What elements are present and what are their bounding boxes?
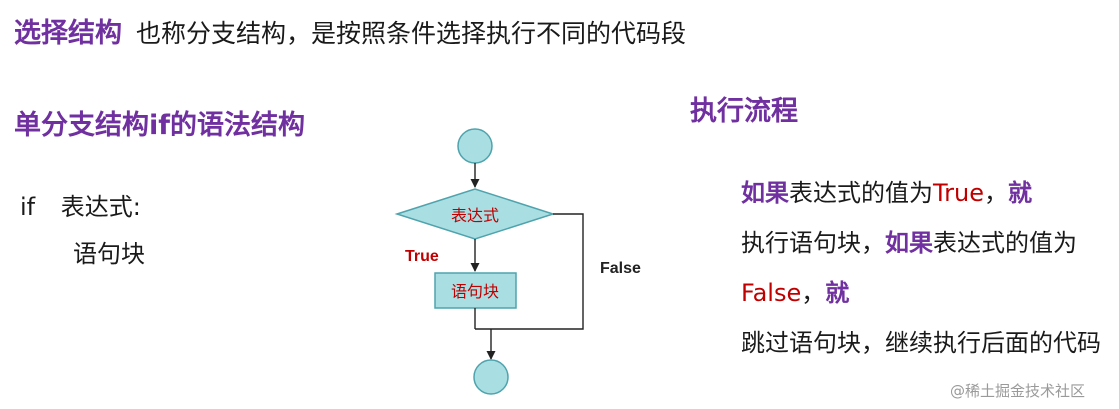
statement-block-label: 语句块 <box>451 282 499 301</box>
syntax-if-keyword: if <box>20 193 36 221</box>
desc-segment-purple: 如果 <box>741 179 789 207</box>
flowchart: 表达式 True 语句块 False <box>394 128 641 395</box>
desc-segment-plain: ， <box>801 279 826 307</box>
flow-description: 如果表达式的值为True，就执行语句块，如果表达式的值为False，就跳过语句块… <box>741 168 1101 368</box>
syntax-if-line: if 表达式: <box>20 190 141 224</box>
desc-segment-purple: 就 <box>1007 179 1032 207</box>
title-keyword: 选择结构 <box>14 18 122 49</box>
desc-segment-plain: 执行语句块， <box>741 229 885 257</box>
end-node <box>473 359 509 395</box>
flow-heading: 执行流程 <box>690 96 798 127</box>
false-label: False <box>600 260 641 277</box>
syntax-statement-block: 语句块 <box>73 240 145 268</box>
page-title: 选择结构 也称分支结构，是按照条件选择执行不同的代码段 <box>14 16 686 52</box>
desc-segment-purple: 就 <box>825 279 850 307</box>
statement-block-box <box>434 272 517 309</box>
start-node <box>457 128 493 164</box>
syntax-heading: 单分支结构if的语法结构 <box>14 110 306 141</box>
title-description: 也称分支结构，是按照条件选择执行不同的代码段 <box>135 19 686 48</box>
desc-segment-red: True <box>933 179 984 207</box>
desc-segment-plain: 表达式的值为 <box>933 229 1077 257</box>
desc-segment-red: False <box>741 279 802 307</box>
true-label: True <box>405 248 439 265</box>
condition-label: 表达式 <box>451 206 499 225</box>
watermark: @稀土掘金技术社区 <box>950 382 1086 400</box>
desc-segment-plain: 表达式的值为 <box>789 179 933 207</box>
false-path <box>475 213 584 330</box>
desc-segment-plain: ， <box>983 179 1008 207</box>
desc-segment-plain: 跳过语句块，继续执行后面的代码 <box>741 329 1101 357</box>
desc-segment-purple: 如果 <box>885 229 933 257</box>
syntax-expression: 表达式: <box>60 193 141 221</box>
